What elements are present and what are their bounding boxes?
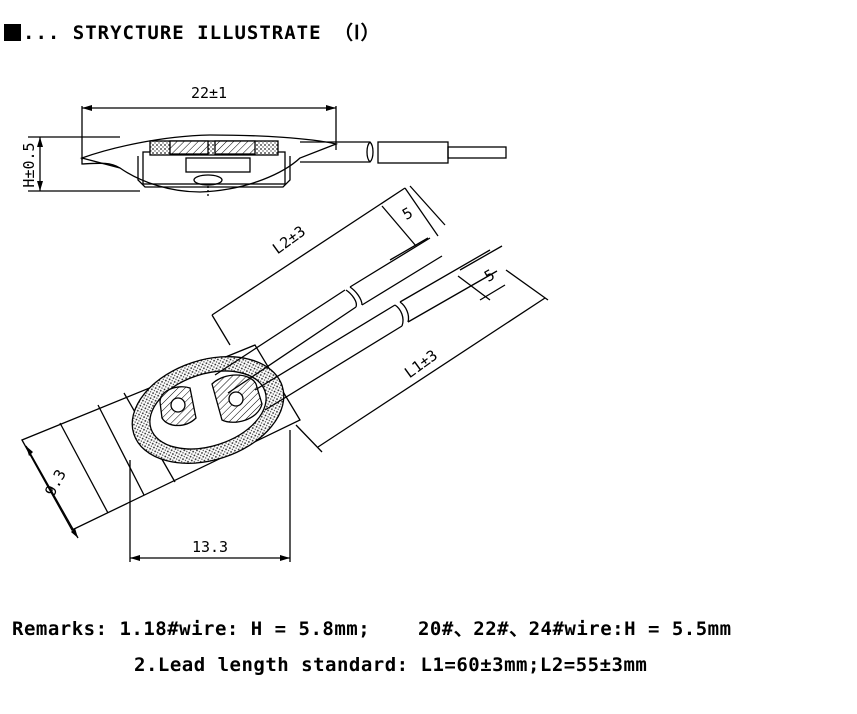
- dim-body-width-label: 13.3: [192, 538, 228, 556]
- section-title: ... STRYCTURE ILLUSTRATE （Ⅰ）: [4, 18, 381, 45]
- black-square-icon: [4, 24, 21, 41]
- top-band-line-1: [59, 422, 109, 514]
- side-housing-frame: [137, 156, 291, 188]
- dim-ext-strip-lower-a: [459, 245, 503, 271]
- dim-ext-strip-lower-b: [457, 275, 491, 301]
- top-lead-upper-break: [345, 286, 363, 308]
- top-contact-right: [228, 391, 244, 407]
- side-element: [185, 157, 251, 173]
- remarks-label: Remarks:: [12, 618, 108, 640]
- top-lead-upper-inner: [214, 289, 357, 394]
- remarks-line-1: Remarks: 1.18#wire: H = 5.8mm; 20#、22#、2…: [12, 614, 732, 641]
- top-view: 9.3 5 5 L2±3 L1±3: [21, 185, 549, 562]
- dim-width-label: 22±1: [191, 84, 227, 102]
- remarks-line-2: 2.Lead length standard: L1=60±3mm;L2=55±…: [134, 654, 647, 676]
- dim-strip-upper-label: 5: [399, 204, 416, 224]
- remarks-line-1a: 1.18#wire: H = 5.8mm;: [119, 618, 371, 640]
- dim-ext-l1-b: [505, 269, 549, 301]
- side-view: 22±1 H±0.5: [20, 84, 507, 198]
- remarks-line-1b: 20#、22#、24#wire:H = 5.5mm: [417, 618, 732, 640]
- dim-height-label: H±0.5: [20, 142, 38, 187]
- dim-line-strip-lower: [479, 284, 506, 301]
- dim-ext-l2-b: [404, 187, 439, 237]
- title-ellipsis: ...: [23, 22, 61, 44]
- top-lead-lower-inner: [254, 304, 403, 411]
- side-contact: [193, 174, 223, 186]
- dim-l1-label: L1±3: [401, 346, 441, 382]
- dim-thickness-label: 9.3: [41, 466, 70, 498]
- side-lead-break: [366, 141, 371, 163]
- dim-line-l2: [211, 187, 406, 316]
- top-band-line-2: [97, 404, 145, 496]
- title-suffix: （Ⅰ）: [334, 22, 381, 44]
- side-body-tail: [81, 158, 121, 169]
- dim-l2-label: L2±3: [269, 222, 309, 258]
- dim-ext-l1-a: [295, 424, 323, 453]
- dim-line-l1: [317, 297, 546, 448]
- top-lead-upper-outer: [349, 237, 443, 306]
- remarks-line-2-text: 2.Lead length standard: L1=60±3mm;L2=55±…: [134, 654, 648, 676]
- title-text: STRYCTURE ILLUSTRATE: [72, 22, 322, 44]
- top-lead-lower-break: [394, 301, 410, 327]
- dim-ext-strip-upper-b: [381, 205, 417, 247]
- top-lead-lower-outer: [399, 249, 498, 323]
- side-lead-conductor: [447, 146, 507, 159]
- top-contact-left: [170, 397, 186, 413]
- side-potting: [149, 140, 279, 156]
- dim-line-strip-upper: [409, 185, 446, 226]
- side-lead-jacket: [377, 141, 449, 164]
- side-terminal-left: [169, 140, 209, 155]
- dim-strip-lower-label: 5: [481, 266, 498, 286]
- dim-ext-strip-upper-a: [389, 237, 429, 261]
- side-body-outline: [79, 134, 339, 193]
- dim-ext-l2-a: [211, 314, 231, 346]
- side-terminal-right: [214, 140, 256, 155]
- dim-line-thickness: [25, 445, 79, 539]
